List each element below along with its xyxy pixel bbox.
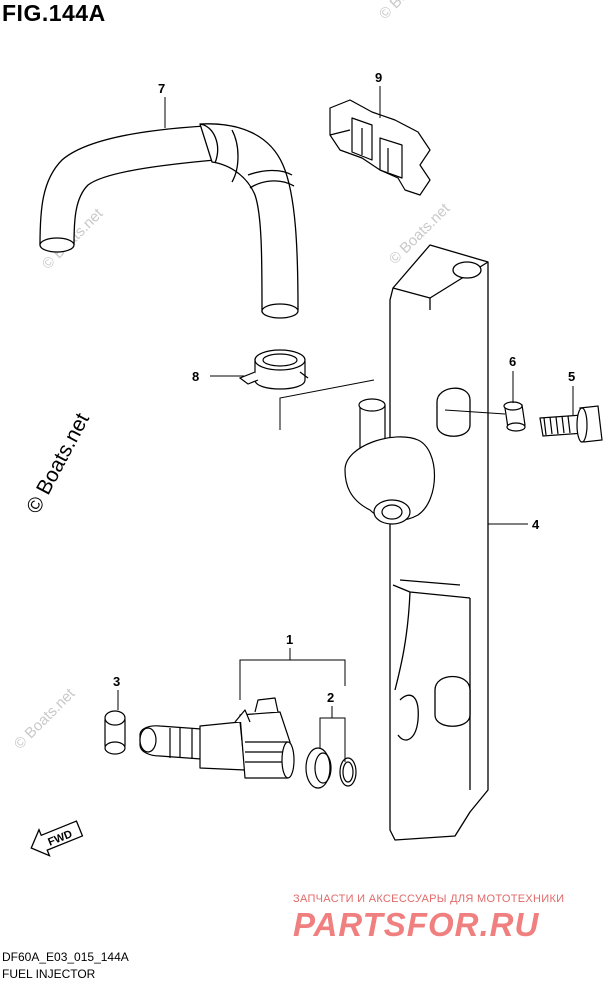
leader-lines xyxy=(117,86,574,762)
diagram-name: FUEL INJECTOR xyxy=(2,967,96,981)
callout-8: 8 xyxy=(192,369,199,384)
part-5-bolt xyxy=(539,405,603,443)
rail-outlet-fitting xyxy=(344,398,435,525)
watermark-main: © Boats.net xyxy=(22,409,94,517)
part-4-fuel-rail xyxy=(389,244,489,841)
part-7-hose xyxy=(39,123,299,319)
part-9-clamp xyxy=(329,99,431,196)
part-1-injector xyxy=(139,697,295,779)
shop-subtitle: ЗАПЧАСТИ И АКСЕССУАРЫ ДЛЯ МОТОТЕХНИКИ xyxy=(293,893,565,905)
fwd-arrow-icon: FWD xyxy=(30,820,84,857)
part-8-clip xyxy=(238,349,309,390)
callout-9: 9 xyxy=(375,70,382,85)
callout-1: 1 xyxy=(286,632,293,647)
callout-6: 6 xyxy=(509,354,516,369)
watermark-faint: © Boats.net xyxy=(376,0,444,23)
figure-title: FIG.144A xyxy=(2,0,106,26)
diagram-code: DF60A_E03_015_144A xyxy=(2,950,129,964)
part-3-seal xyxy=(104,710,126,755)
callout-7: 7 xyxy=(158,81,165,96)
callout-3: 3 xyxy=(113,674,120,689)
callout-5: 5 xyxy=(568,369,575,384)
part-2-orings xyxy=(305,747,357,789)
part-6-collar xyxy=(503,401,526,432)
callout-2: 2 xyxy=(327,690,334,705)
callout-4: 4 xyxy=(532,517,540,532)
watermark-faint: © Boats.net xyxy=(11,685,79,753)
shop-logo: PARTSFOR.RU xyxy=(293,906,540,943)
callouts: 7 9 8 6 5 4 1 2 3 xyxy=(113,70,575,705)
